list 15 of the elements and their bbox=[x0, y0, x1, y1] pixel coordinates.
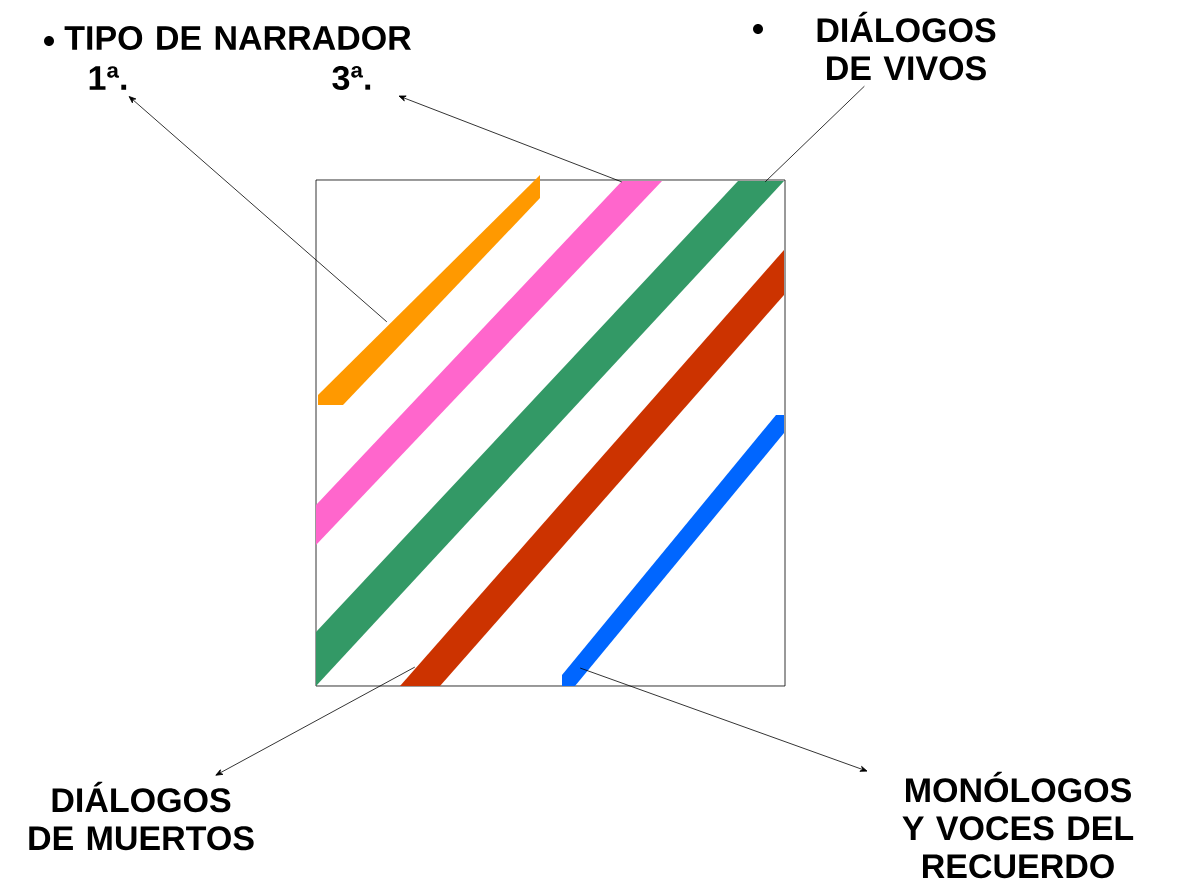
label-text: MONÓLOGOS Y VOCES DEL RECUERDO bbox=[902, 771, 1134, 879]
arrow bbox=[215, 666, 416, 776]
label-text: DIÁLOGOS DE VIVOS bbox=[817, 11, 996, 81]
diagonal-stripe bbox=[400, 250, 784, 686]
ordinal-label: 3ª. bbox=[332, 65, 371, 91]
label-text: DIÁLOGOS DE MUERTOS bbox=[29, 781, 254, 851]
arrow bbox=[128, 96, 388, 323]
heading-text: TIPO DE NARRADOR bbox=[64, 25, 412, 51]
diagonal-stripe bbox=[318, 175, 540, 405]
ordinal-label: 1ª. bbox=[89, 66, 127, 90]
diagonal-stripe bbox=[562, 415, 784, 686]
diagonal-stripe bbox=[316, 181, 662, 545]
leader-line bbox=[764, 85, 865, 183]
arrow bbox=[579, 667, 868, 772]
arrow bbox=[398, 95, 623, 183]
